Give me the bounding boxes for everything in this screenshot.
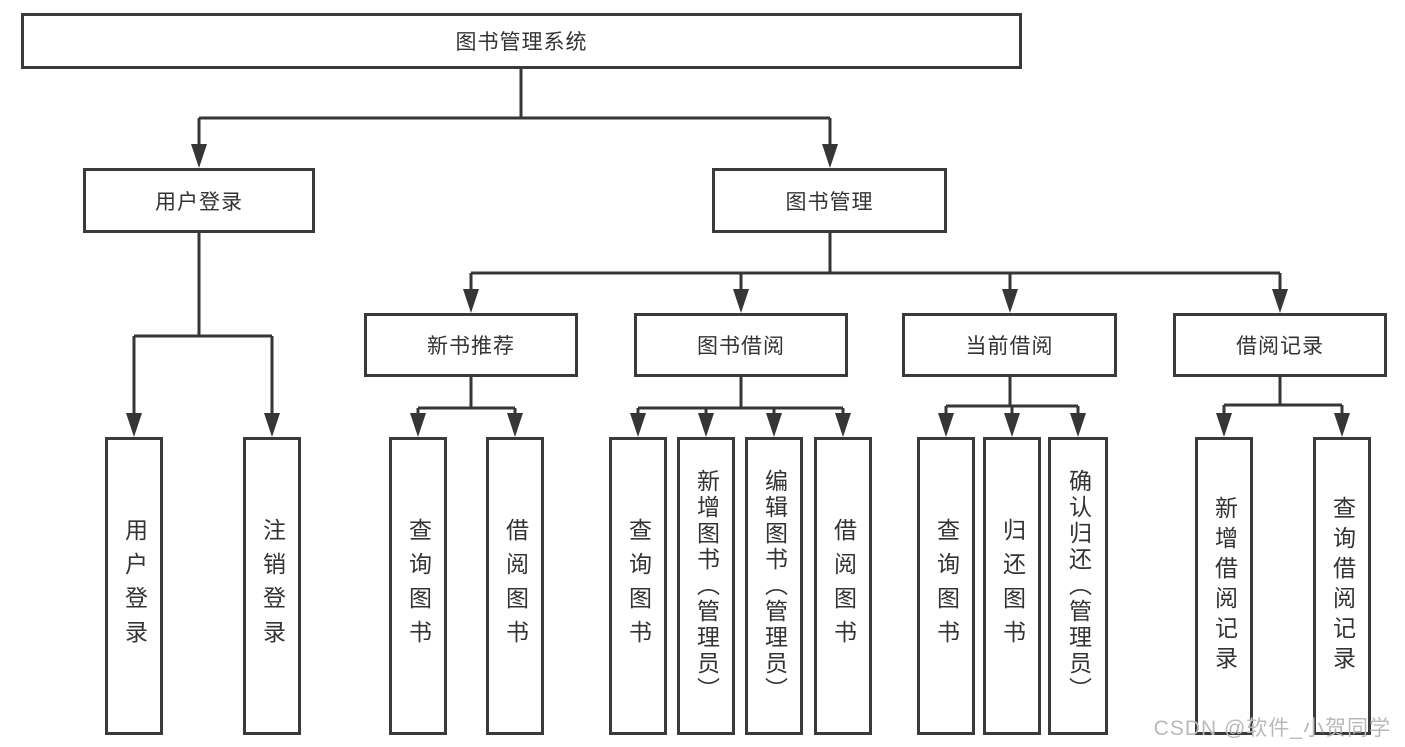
leaf-label: 确认归还（管理员） [1065,469,1092,703]
node-book-management: 图书管理 [712,168,947,233]
leaf-query-books-2: 查询图书 [609,437,667,735]
leaf-query-books-3: 查询图书 [917,437,975,735]
leaf-label: 借阅图书 [830,518,857,654]
leaf-label: 用户登录 [121,518,148,654]
node-root-label: 图书管理系统 [455,31,588,54]
node-book-borrowing: 图书借阅 [634,313,848,377]
node-label: 图书管理 [785,190,874,214]
leaf-logout: 注销登录 [243,437,301,735]
leaf-label: 借阅图书 [502,518,529,654]
leaf-label: 新增借阅记录 [1211,496,1238,676]
leaf-label: 查询图书 [933,518,960,654]
leaf-label: 注销登录 [259,518,286,654]
node-new-book-recommend: 新书推荐 [364,313,578,377]
node-label: 新书推荐 [427,335,515,358]
leaf-label: 查询借阅记录 [1329,496,1356,676]
leaf-confirm-return-admin: 确认归还（管理员） [1048,437,1108,735]
leaf-borrow-books-2: 借阅图书 [814,437,872,735]
leaf-label: 查询图书 [625,518,652,654]
leaf-label: 归还图书 [999,518,1026,654]
leaf-label: 查询图书 [405,518,432,654]
leaf-return-books: 归还图书 [983,437,1041,735]
node-label: 借阅记录 [1236,335,1324,358]
node-user-login-module: 用户登录 [83,168,315,233]
node-label: 图书借阅 [697,335,785,358]
leaf-query-books-1: 查询图书 [389,437,447,735]
csdn-watermark: CSDN @软件_小贺同学 [1153,717,1391,740]
node-label: 用户登录 [155,190,243,214]
leaf-user-login: 用户登录 [105,437,163,735]
leaf-borrow-books-1: 借阅图书 [486,437,544,735]
leaf-edit-book-admin: 编辑图书（管理员） [745,437,803,735]
leaf-query-borrow-record: 查询借阅记录 [1313,437,1371,735]
node-current-borrowing: 当前借阅 [902,313,1117,377]
arrowheads [126,144,1350,437]
node-root: 图书管理系统 [21,13,1022,69]
leaf-add-borrow-record: 新增借阅记录 [1195,437,1253,735]
leaf-label: 新增图书（管理员） [693,469,720,703]
leaf-add-book-admin: 新增图书（管理员） [677,437,735,735]
node-borrowing-records: 借阅记录 [1173,313,1387,377]
leaf-label: 编辑图书（管理员） [761,469,788,703]
node-label: 当前借阅 [965,335,1054,358]
